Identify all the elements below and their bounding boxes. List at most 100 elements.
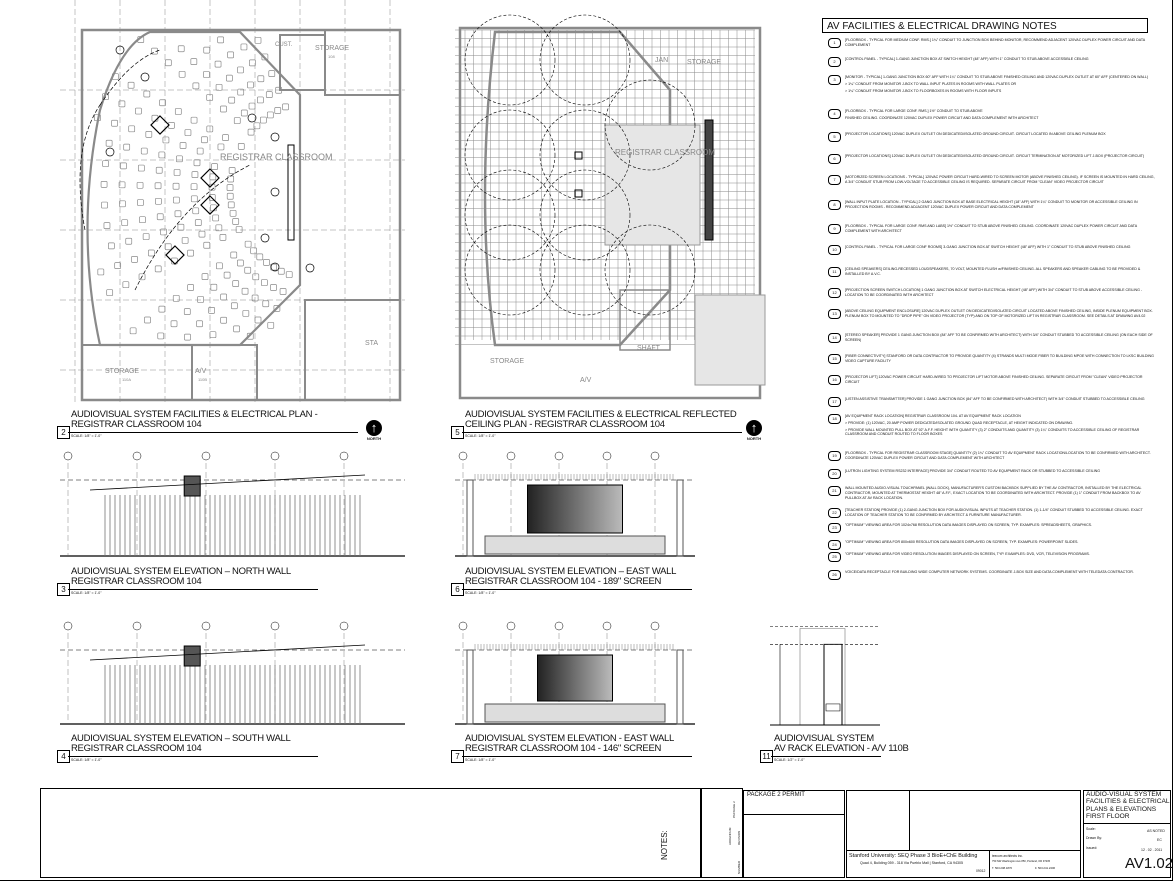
seat: [155, 197, 162, 205]
note-number-hexagon: 17: [828, 397, 841, 407]
seat: [217, 143, 225, 151]
title-underline: [68, 756, 318, 757]
seat: [206, 94, 214, 101]
project-name: Stanford University: SEQ Phase 3 BioE+Ch…: [849, 853, 978, 859]
seat: [247, 128, 255, 136]
view-scale: SCALE: 1/8" = 1'-0": [465, 434, 496, 438]
note-number-hexagon: 8: [828, 200, 841, 210]
seat: [203, 241, 211, 249]
seat: [154, 265, 162, 273]
note-body: [PROJECTOR LOCATIONS] 120VAC DUPLEX OUTL…: [845, 154, 1157, 159]
seat: [125, 237, 133, 245]
seat: [159, 99, 166, 107]
projection-screen: [527, 484, 623, 534]
seat: [156, 213, 164, 221]
seat: [246, 332, 254, 340]
note-number-hexagon: 25: [828, 552, 841, 562]
drawn-value: EC: [1157, 838, 1162, 842]
note-body: [LUTRON LIGHTING SYSTEM RS232 INTERFACE]…: [845, 469, 1157, 474]
callout-bubble: [270, 187, 280, 197]
seat: [103, 222, 111, 230]
note-body: [PROJECTION SCREEN SWITCH LOCATION] 1 GA…: [845, 288, 1157, 298]
seat: [190, 116, 198, 124]
seat: [158, 305, 166, 313]
package-box: [743, 790, 845, 878]
note-text: [FLOORBOX - TYPICAL FOR MEDIUM CONF. RMS…: [845, 38, 1145, 47]
seat: [114, 262, 122, 269]
seat: [106, 289, 114, 296]
seat: [206, 125, 214, 133]
grid-bubble: [270, 621, 280, 631]
note-body: [CONTROL PANEL - TYPICAL FOR LARGE CONF …: [845, 245, 1157, 250]
view-title: AUDIOVISUAL SYSTEM ELEVATION - EAST WALL…: [465, 734, 674, 754]
seat: [232, 280, 240, 287]
seat: [120, 162, 127, 170]
seat: [154, 182, 162, 190]
seat: [217, 36, 225, 44]
seat: [273, 305, 281, 312]
seat: [242, 310, 250, 317]
callout-bubble: [105, 147, 115, 157]
speaker-coverage: [464, 14, 556, 106]
seat: [229, 209, 237, 217]
note-body: [MOTORIZED SCREEN LOCATIONS - TYPICAL] 1…: [845, 175, 1157, 185]
view-title-line: CEILING PLAN - REGISTRAR CLASSROOM 104: [465, 419, 665, 430]
seat: [230, 302, 238, 310]
seat: [136, 181, 144, 189]
note-body: VOICE/DATA RECEPTACLE FOR BUILDING WIDE …: [845, 570, 1157, 575]
speaker-coverage: [604, 79, 696, 171]
callout-bubble: [140, 72, 150, 82]
section-marker: [200, 168, 220, 188]
seat: [222, 134, 229, 141]
note-text: [PROJECTION SCREEN SWITCH LOCATION] 1 GA…: [845, 288, 1143, 297]
room-label-cust: CUST.: [275, 42, 293, 48]
note-text: [MOTORIZED SCREEN LOCATIONS - TYPICAL] 1…: [845, 175, 1155, 184]
seat: [263, 258, 270, 266]
seat: [274, 107, 282, 114]
seat: [228, 96, 236, 104]
note-body: [PROJECTOR LIFT] 120VAC POWER CIRCUIT HA…: [845, 375, 1157, 385]
seat: [244, 266, 252, 274]
grid-bubble: [201, 621, 211, 631]
room-label-registrar-rcp: REGISTRAR CLASSROOM: [615, 148, 715, 157]
view-title-line: AUDIOVISUAL SYSTEM: [774, 733, 874, 744]
speaker-coverage: [464, 224, 556, 316]
seat: [196, 320, 203, 328]
view-title-line: AUDIOVISUAL SYSTEM ELEVATION – SOUTH WAL…: [71, 733, 291, 744]
seat: [145, 131, 153, 138]
seat: [155, 166, 163, 174]
seat: [249, 59, 256, 67]
seat: [118, 100, 126, 108]
seat: [240, 43, 248, 51]
seat: [215, 224, 223, 232]
grid-bubble: [63, 451, 73, 461]
grid-bubble: [602, 621, 612, 631]
seat: [172, 182, 180, 190]
seat: [237, 143, 245, 150]
note-body: "OPTIMUM" VIEWING AREA FOR 800x600 RESOL…: [845, 540, 1157, 545]
seat: [160, 228, 167, 236]
room-label-av: A/V: [195, 368, 207, 375]
grid-bubble: [554, 451, 564, 461]
scale-label: Scale:: [1086, 827, 1096, 831]
seat: [144, 316, 151, 324]
view-scale: SCALE: 1/8" = 1'-0": [71, 591, 102, 595]
seat: [247, 81, 254, 89]
note-body: [FLOORBOX - TYPICAL FOR LARGE CONF. RMS …: [845, 224, 1157, 234]
seat: [215, 83, 223, 91]
divider: [909, 790, 910, 850]
seat: [257, 75, 265, 83]
seat: [158, 151, 166, 159]
speaker-coverage: [604, 224, 696, 316]
consultant-name: teecom architects inc.: [992, 854, 1023, 858]
note-number-hexagon: 26: [828, 570, 841, 580]
seat: [183, 308, 191, 315]
note-text: [PROJECTOR LOCATIONS] 120VAC DUPLEX OUTL…: [845, 154, 1145, 158]
note-body: "OPTIMUM" VIEWING AREA FOR VIDEO RESOLUT…: [845, 552, 1157, 557]
note-text: [FLOORBOX - TYPICAL FOR LARGE CONF. RMS.…: [845, 109, 983, 113]
view-title: AUDIOVISUAL SYSTEM FACILITIES & ELECTRIC…: [465, 410, 737, 430]
title-underline: [771, 756, 881, 757]
revision-label: REVISION: [737, 830, 741, 845]
room-label-jan: JAN: [655, 57, 668, 64]
